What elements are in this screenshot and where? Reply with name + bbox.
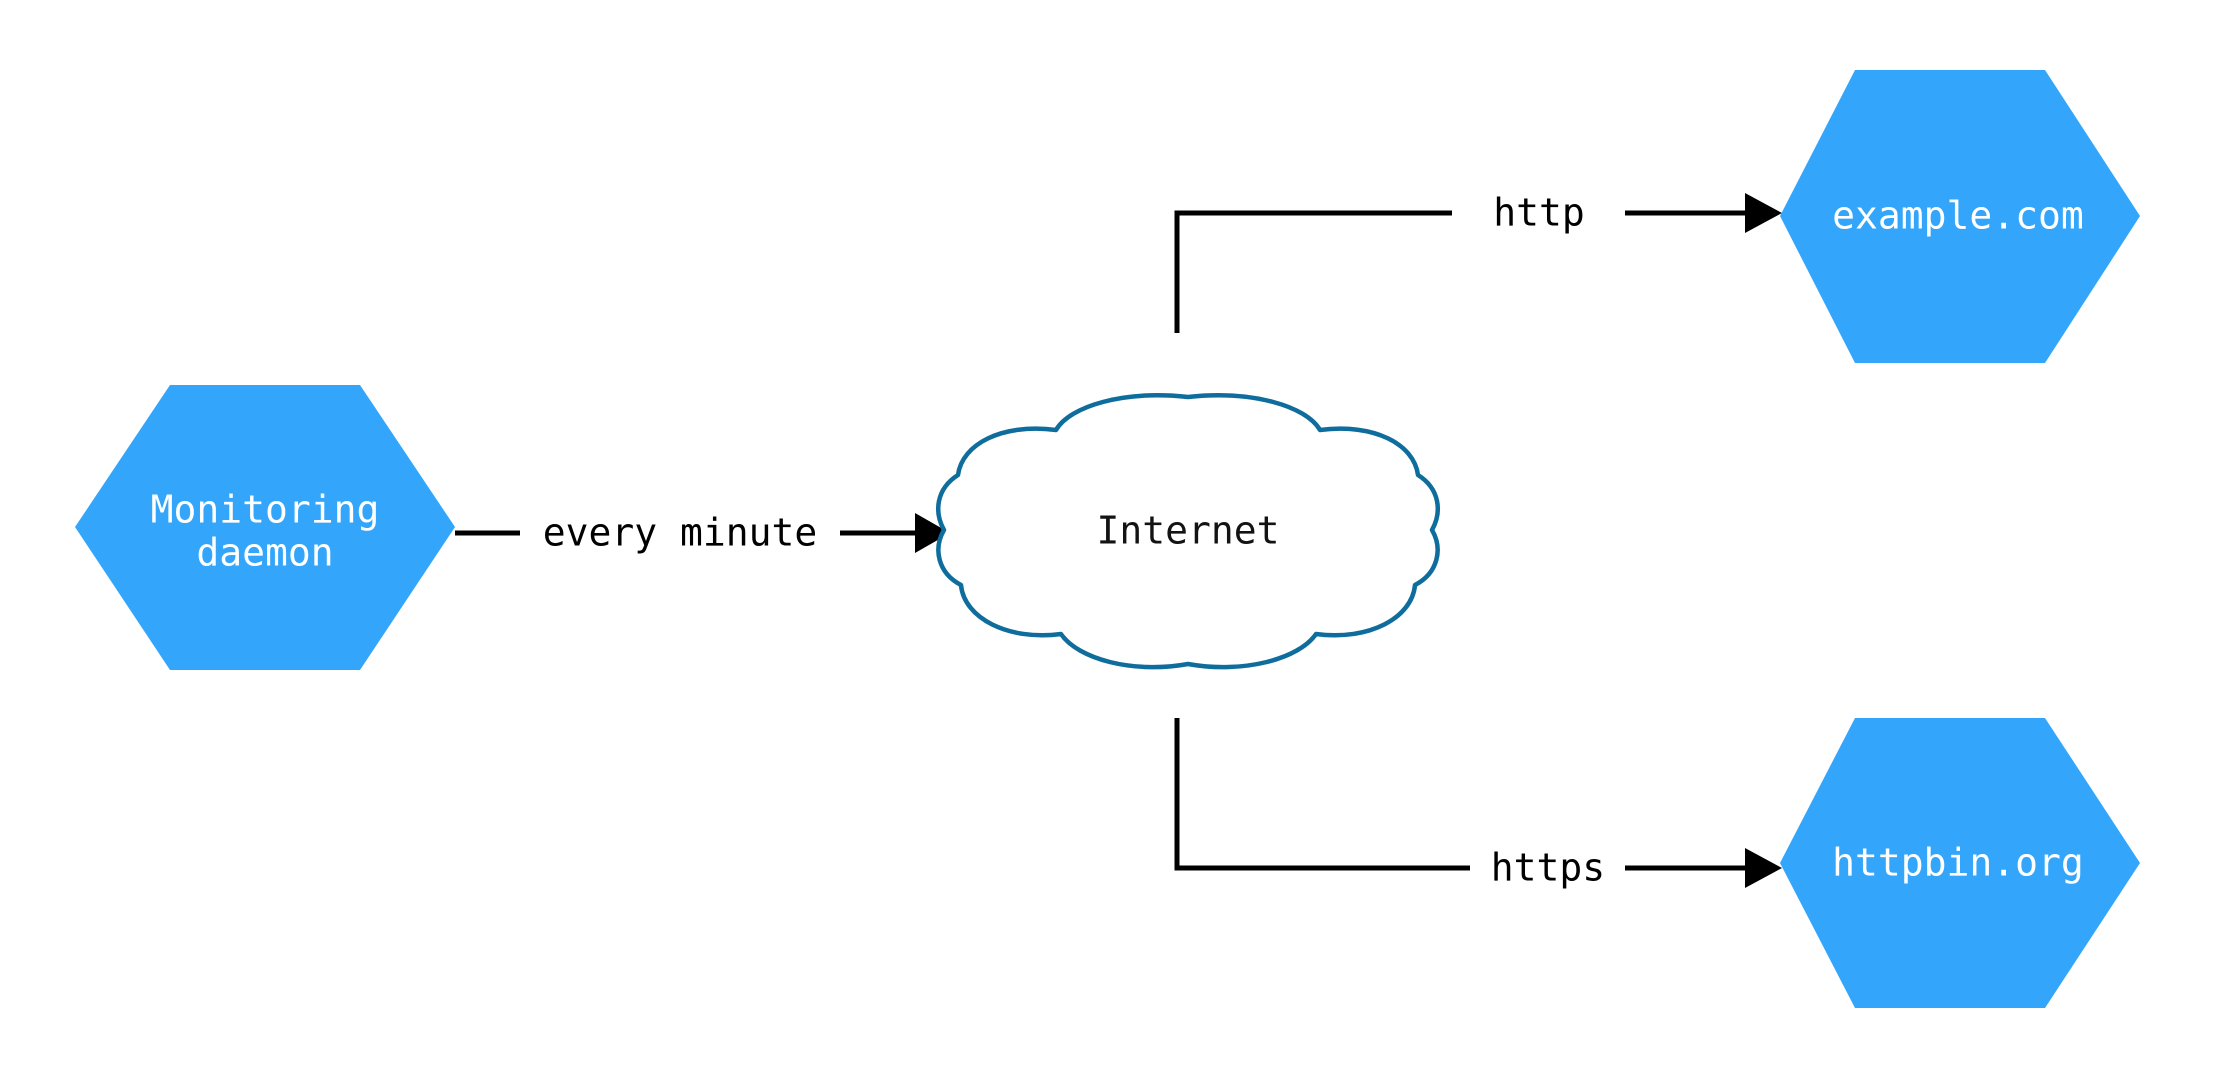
node-internet[interactable]: Internet — [936, 393, 1440, 670]
edge-internet-httpbin: https — [1174, 718, 1782, 890]
node-example-com[interactable]: example.com — [1780, 70, 2140, 363]
edge-internet-example-elbow — [1174, 210, 1452, 333]
node-monitoring-daemon[interactable]: Monitoring daemon — [75, 385, 455, 670]
node-httpbin-org[interactable]: httpbin.org — [1780, 718, 2140, 1008]
hexagon-shape — [75, 385, 455, 670]
edge-internet-example: http — [1174, 191, 1782, 333]
node-label-example-com: example.com — [1832, 194, 2084, 238]
hexagon-shape — [1780, 718, 2140, 1008]
node-label-monitoring-daemon-line1: Monitoring — [151, 488, 380, 532]
edge-daemon-internet: every minute — [455, 511, 950, 555]
arrowhead-icon — [1745, 848, 1782, 888]
arrowhead-icon — [915, 513, 950, 553]
edge-internet-httpbin-elbow — [1174, 718, 1470, 871]
node-label-httpbin-org: httpbin.org — [1832, 841, 2084, 885]
node-label-monitoring-daemon-line2: daemon — [196, 531, 333, 575]
edge-label-http: http — [1493, 191, 1585, 235]
cloud-shape — [936, 393, 1440, 670]
hexagon-shape — [1780, 70, 2140, 363]
edge-label-https: https — [1491, 846, 1605, 890]
edge-label-every-minute: every minute — [543, 511, 818, 555]
node-label-internet: Internet — [1096, 509, 1279, 553]
arrowhead-icon — [1745, 193, 1782, 233]
